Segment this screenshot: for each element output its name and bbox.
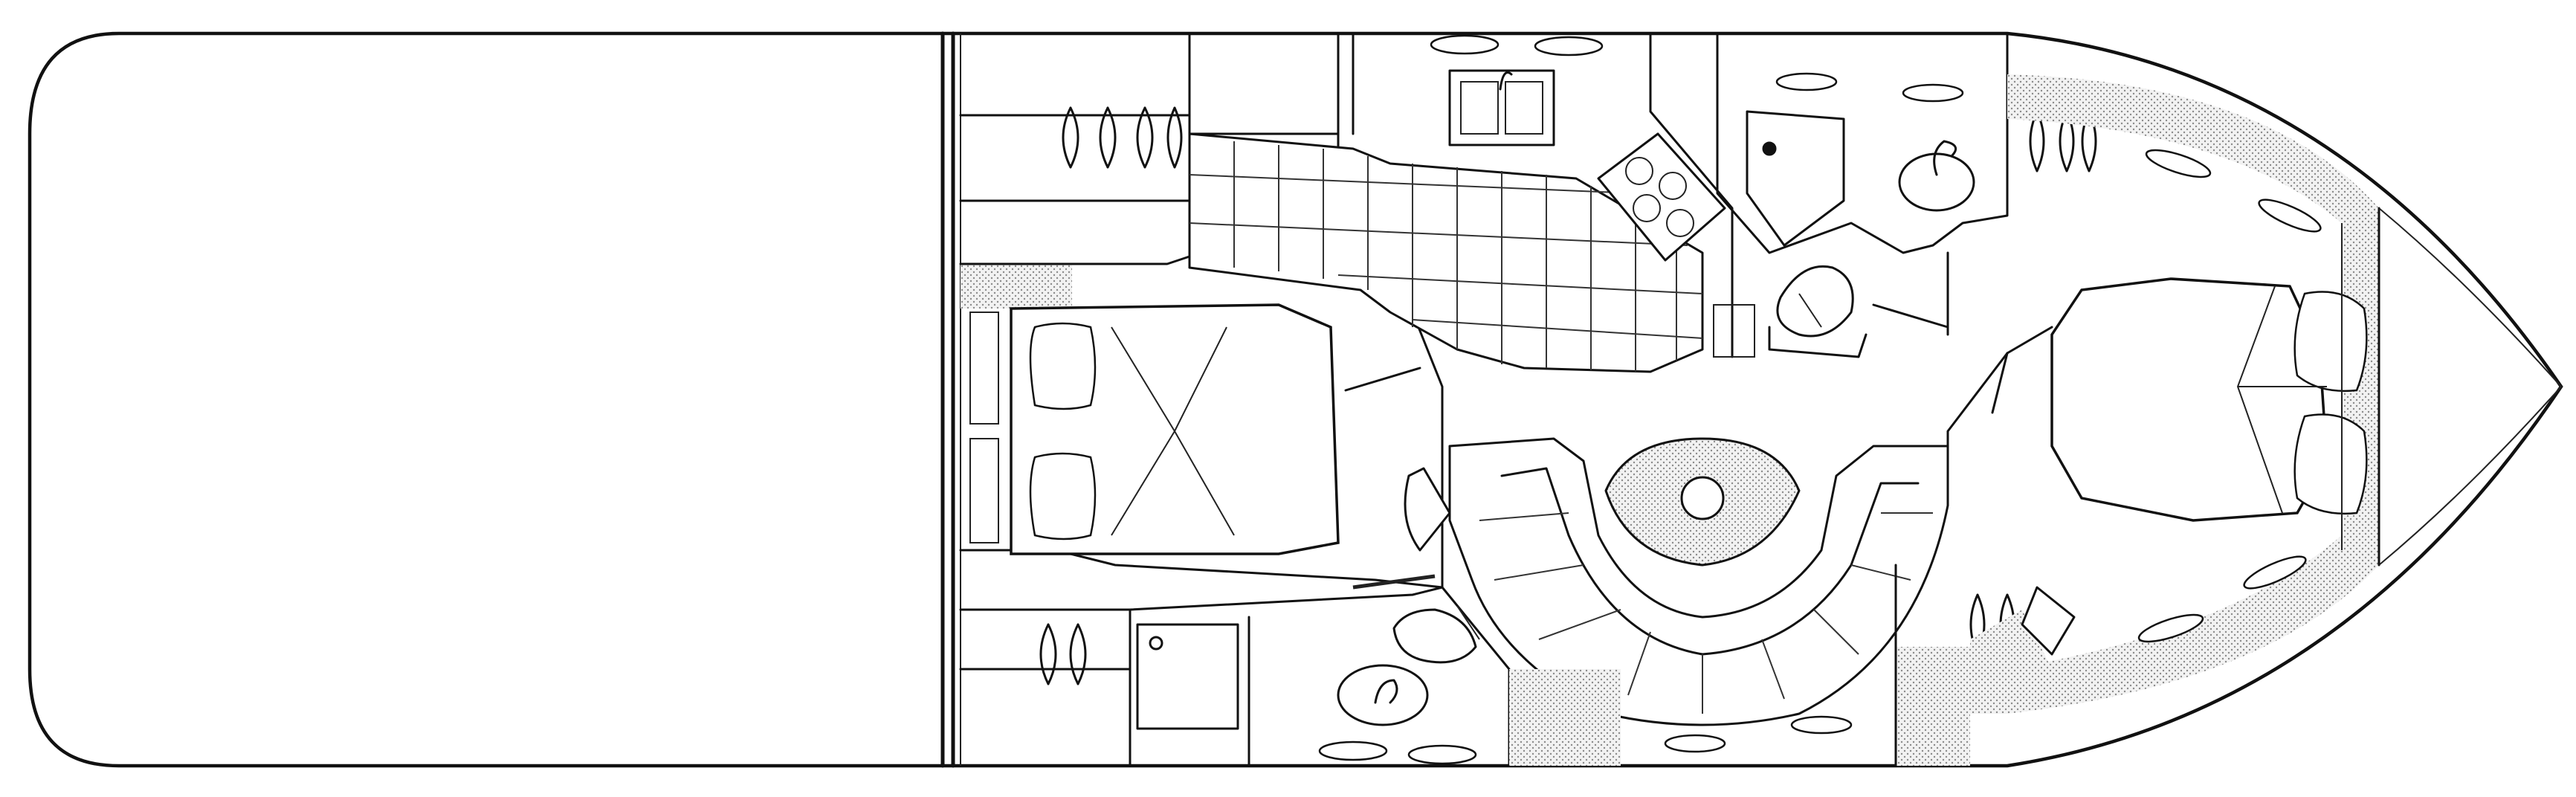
porthole [1318, 740, 1388, 761]
porthole [1902, 83, 1964, 103]
portholes [1318, 34, 2322, 765]
galley [1188, 32, 1755, 373]
bow-locker [2378, 207, 2563, 567]
aft-berth-pillow-upper [1029, 322, 1097, 410]
porthole [2137, 613, 2204, 643]
aft-head [1129, 467, 1511, 767]
porthole [1664, 734, 1726, 753]
fwd-berth-pillow-upper [2293, 291, 2368, 393]
porthole [1407, 744, 1477, 765]
forward-head [1716, 32, 2009, 358]
porthole [1534, 36, 1604, 57]
cockpit-bulkhead [940, 31, 961, 768]
porthole [2145, 149, 2212, 178]
fwd-berth [2050, 277, 2328, 522]
hanging-locker-aft-upper [1062, 106, 1183, 169]
aft-toilet [1392, 608, 1477, 664]
aft-head-sink [1337, 664, 1429, 726]
hanging-locker-aft-lower [1039, 623, 1087, 685]
aft-stateroom [959, 255, 1444, 589]
fwd-berth-pillow-lower [2293, 413, 2368, 515]
cooktop [1597, 132, 1726, 262]
aft-storage-upper [959, 32, 1340, 202]
porthole [1775, 72, 1838, 91]
salon-dinette [1448, 352, 2009, 726]
dinette-table-pedestal [1680, 476, 1725, 520]
porthole [1790, 715, 1853, 735]
forward-stateroom [1991, 74, 2379, 714]
porthole [2243, 555, 2307, 590]
porthole [2258, 199, 2322, 233]
porthole [1430, 34, 1500, 55]
fwd-toilet [1776, 265, 1854, 338]
aft-berth-pillow-lower [1029, 452, 1097, 541]
fwd-head-sink [1898, 152, 1975, 212]
lower-shaded-areas [959, 564, 2076, 767]
